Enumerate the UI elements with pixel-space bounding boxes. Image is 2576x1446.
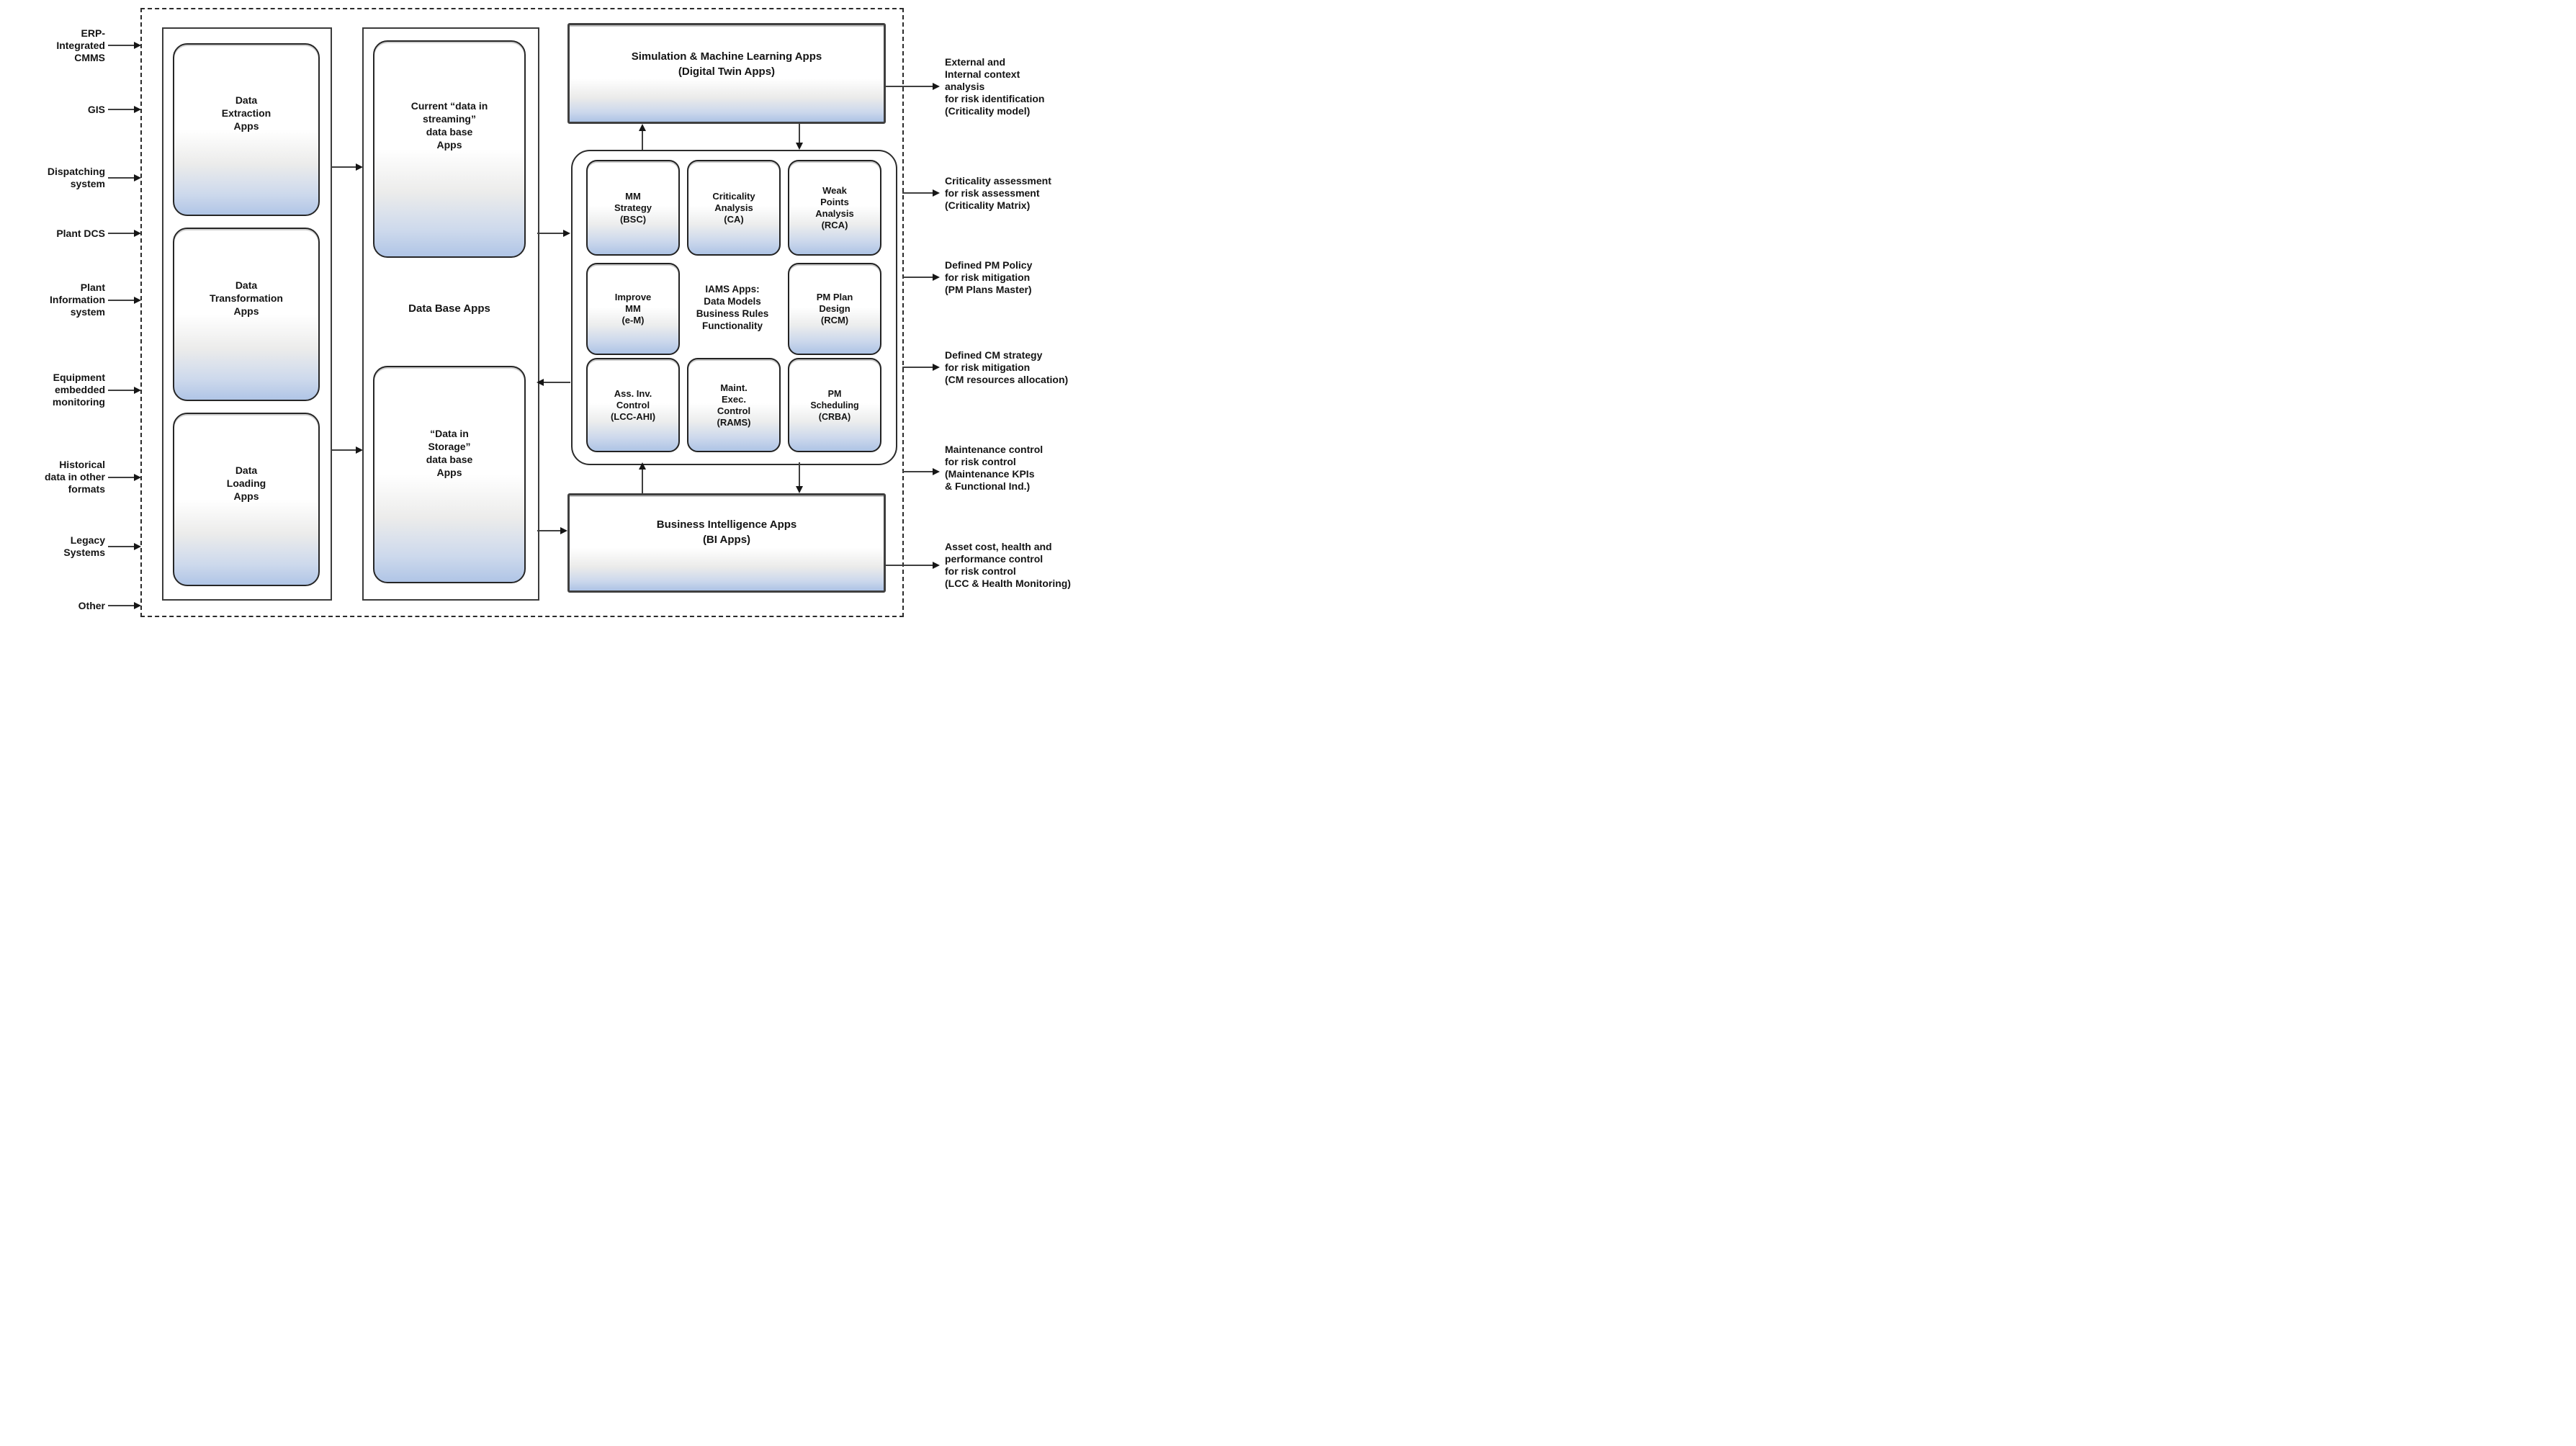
output-arrow-icon [902,192,933,194]
arrow-etl-to-streaming-icon [331,166,356,168]
input-arrow-icon [108,546,135,547]
box-label: MM Strategy (BSC) [614,190,652,225]
box-label: Data Transformation Apps [210,279,283,317]
box-label: Maint. Exec. Control (RAMS) [717,382,751,428]
box-improve-mm-em: Improve MM (e-M) [586,263,680,355]
input-arrow-icon [108,109,135,110]
box-criticality-analysis-ca: Criticality Analysis (CA) [687,160,781,256]
box-label: PM Scheduling (CRBA) [810,388,859,422]
output-arrow-icon [902,277,933,278]
box-pm-plan-design-rcm: PM Plan Design (RCM) [788,263,881,355]
input-label-equipment-embedded-monitoring: Equipment embedded monitoring [52,372,105,408]
input-arrow-icon [108,177,135,179]
input-label-plant-dcs: Plant DCS [56,228,105,239]
box-label: Weak Points Analysis (RCA) [815,184,854,230]
input-arrow-icon [108,45,135,46]
input-label-legacy-systems: Legacy Systems [63,534,105,558]
box-label: Simulation & Machine Learning Apps (Digi… [631,50,822,78]
arrow-iams-to-storage-icon [543,382,570,383]
arrow-etl-to-storage-icon [331,449,356,451]
input-arrow-icon [108,390,135,391]
arrow-iams-to-bi-icon [799,462,800,487]
output-label-pm-policy: Defined PM Policy for risk mitigation (P… [945,259,1033,295]
box-label: Business Intelligence Apps (BI Apps) [656,518,797,546]
arrow-storage-to-bi-icon [537,530,561,531]
input-arrow-icon [108,233,135,234]
input-arrow-icon [108,605,135,606]
arrow-bi-to-iams-icon [642,469,643,493]
box-label: “Data in Storage” data base Apps [426,428,473,478]
box-data-transformation-apps: Data Transformation Apps [173,228,320,401]
input-label-dispatching-system: Dispatching system [47,166,105,189]
output-arrow-icon [886,86,933,87]
system-boundary [140,8,904,617]
input-arrow-icon [108,300,135,301]
box-label: Criticality Analysis (CA) [712,190,755,225]
label-iams-apps: IAMS Apps: Data Models Business Rules Fu… [680,263,785,352]
box-label: IAMS Apps: Data Models Business Rules Fu… [696,284,769,331]
arrow-iams-to-simulation-icon [642,130,643,150]
arrow-streaming-to-iams-icon [537,233,564,234]
output-label-maintenance-control: Maintenance control for risk control (Ma… [945,444,1044,492]
output-arrow-icon [902,367,933,368]
box-label: Improve MM (e-M) [614,292,652,325]
box-weak-points-analysis-rca: Weak Points Analysis (RCA) [788,160,881,256]
box-label: Data Loading Apps [226,464,266,502]
box-data-extraction-apps: Data Extraction Apps [173,43,320,216]
output-arrow-icon [902,471,933,472]
output-label-risk-assessment: Criticality assessment for risk assessme… [945,175,1051,211]
box-storage-database-apps: “Data in Storage” data base Apps [373,366,526,583]
box-mm-strategy-bsc: MM Strategy (BSC) [586,160,680,256]
box-label: PM Plan Design (RCM) [816,292,853,325]
box-data-loading-apps: Data Loading Apps [173,413,320,586]
label-data-base-apps: Data Base Apps [408,302,490,315]
box-business-intelligence-apps: Business Intelligence Apps (BI Apps) [567,493,886,593]
box-label: Ass. Inv. Control (LCC-AHI) [610,387,656,422]
output-label-risk-identification: External and Internal context analysis f… [945,56,1045,117]
input-label-erp-integrated-cmms: ERP- Integrated CMMS [56,27,105,63]
output-label-asset-control: Asset cost, health and performance contr… [945,541,1071,589]
input-label-other: Other [78,600,105,611]
box-simulation-ml-apps: Simulation & Machine Learning Apps (Digi… [567,23,886,124]
output-label-cm-strategy: Defined CM strategy for risk mitigation … [945,349,1069,385]
box-asset-inventory-control-lcc-ahi: Ass. Inv. Control (LCC-AHI) [586,358,680,452]
box-pm-scheduling-crba: PM Scheduling (CRBA) [788,358,881,452]
input-arrow-icon [108,477,135,478]
box-label: Current “data in streaming” data base Ap… [410,100,488,151]
output-arrow-icon [886,565,933,566]
input-label-historical-data: Historical data in other formats [44,459,105,495]
diagram-canvas: ERP- Integrated CMMS GIS Dispatching sys… [0,0,1113,625]
arrow-simulation-to-iams-icon [799,124,800,143]
box-maintenance-execution-control-rams: Maint. Exec. Control (RAMS) [687,358,781,452]
input-label-plant-information-system: Plant Information system [50,282,105,318]
box-streaming-database-apps: Current “data in streaming” data base Ap… [373,40,526,258]
box-label: Data Extraction Apps [221,94,271,132]
input-label-gis: GIS [87,104,105,115]
